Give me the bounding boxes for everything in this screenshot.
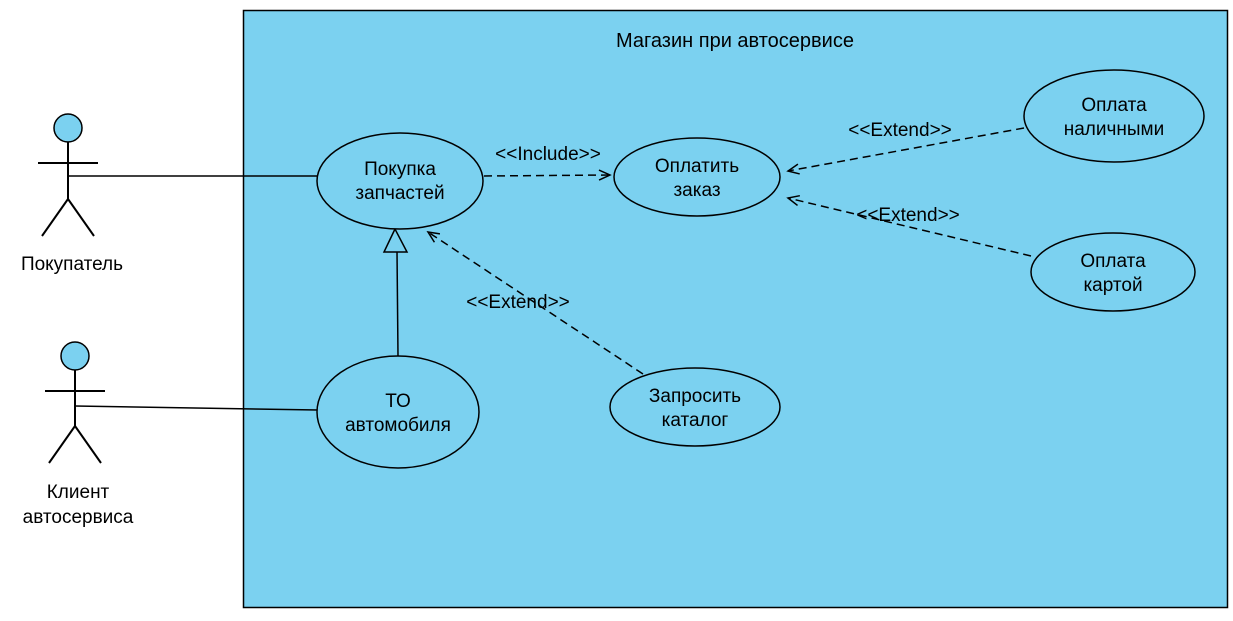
generalization-triangle-icon [382,227,409,253]
use-case-purchase-parts-label-line1: Покупка [364,159,436,180]
use-case-purchase-parts-label-line2: запчастей [355,183,444,204]
use-case-pay-order-ellipse[interactable] [613,137,781,217]
use-case-pay-card-label-line1: Оплата [1080,251,1146,272]
actor-service-client-label-line2: автосервиса [23,507,134,528]
extend-label-card: <<Extend>> [856,205,960,226]
actor-service-client-right-leg [74,425,102,464]
actor-buyer-head [53,113,83,143]
use-case-pay-cash[interactable]: Оплата наличными [1023,69,1205,163]
extend-arrow-cash-to-pay [786,127,1025,175]
relations: <<Include>> <<Extend>> <<Extend>> <<Exte… [382,120,1032,375]
use-case-pay-card-ellipse[interactable] [1030,232,1196,312]
actor-buyer[interactable]: Покупатель [21,113,318,275]
use-case-pay-cash-label-line2: наличными [1064,119,1164,140]
use-case-pay-card-label-line2: картой [1083,275,1142,296]
use-case-pay-cash-label-line1: Оплата [1081,95,1147,116]
use-case-pay-order-label-line2: заказ [673,180,720,201]
generalization-line-maintenance-to-purchase [396,250,399,357]
use-case-request-catalog[interactable]: Запросить каталог [609,367,781,447]
use-case-purchase-parts-ellipse[interactable] [316,132,484,230]
use-case-request-catalog-ellipse[interactable] [609,367,781,447]
extend-label-cash: <<Extend>> [848,120,952,141]
actor-service-client-label-line1: Клиент [47,482,110,503]
include-arrow-purchase-to-pay [483,169,612,181]
use-case-car-maintenance-label-line1: ТО [385,391,411,412]
use-case-car-maintenance-label-line2: автомобиля [345,415,451,436]
use-case-pay-order-label-line1: Оплатить [655,156,739,177]
extend-arrow-card-to-pay [786,194,1032,257]
use-case-request-catalog-label-line1: Запросить [649,386,741,407]
actor-service-client-head [60,341,90,371]
actor-buyer-right-leg [67,198,95,237]
use-case-pay-cash-ellipse[interactable] [1023,69,1205,163]
use-case-car-maintenance-ellipse[interactable] [316,355,480,469]
use-case-purchase-parts[interactable]: Покупка запчастей [316,132,484,230]
actor-buyer-label: Покупатель [21,254,123,275]
association-client-maintenance [74,405,319,411]
use-case-car-maintenance[interactable]: ТО автомобиля [316,355,480,469]
use-case-request-catalog-label-line2: каталог [662,410,729,431]
extend-label-catalog: <<Extend>> [466,292,570,313]
use-case-pay-card[interactable]: Оплата картой [1030,232,1196,312]
include-label: <<Include>> [495,144,601,165]
actor-buyer-left-leg [41,198,69,237]
use-case-pay-order[interactable]: Оплатить заказ [613,137,781,217]
system-boundary-title: Магазин при автосервисе [616,30,854,52]
actor-service-client-left-leg [48,425,76,464]
extend-arrow-catalog-to-purchase [426,231,644,375]
actor-service-client[interactable]: Клиент автосервиса [23,341,319,528]
